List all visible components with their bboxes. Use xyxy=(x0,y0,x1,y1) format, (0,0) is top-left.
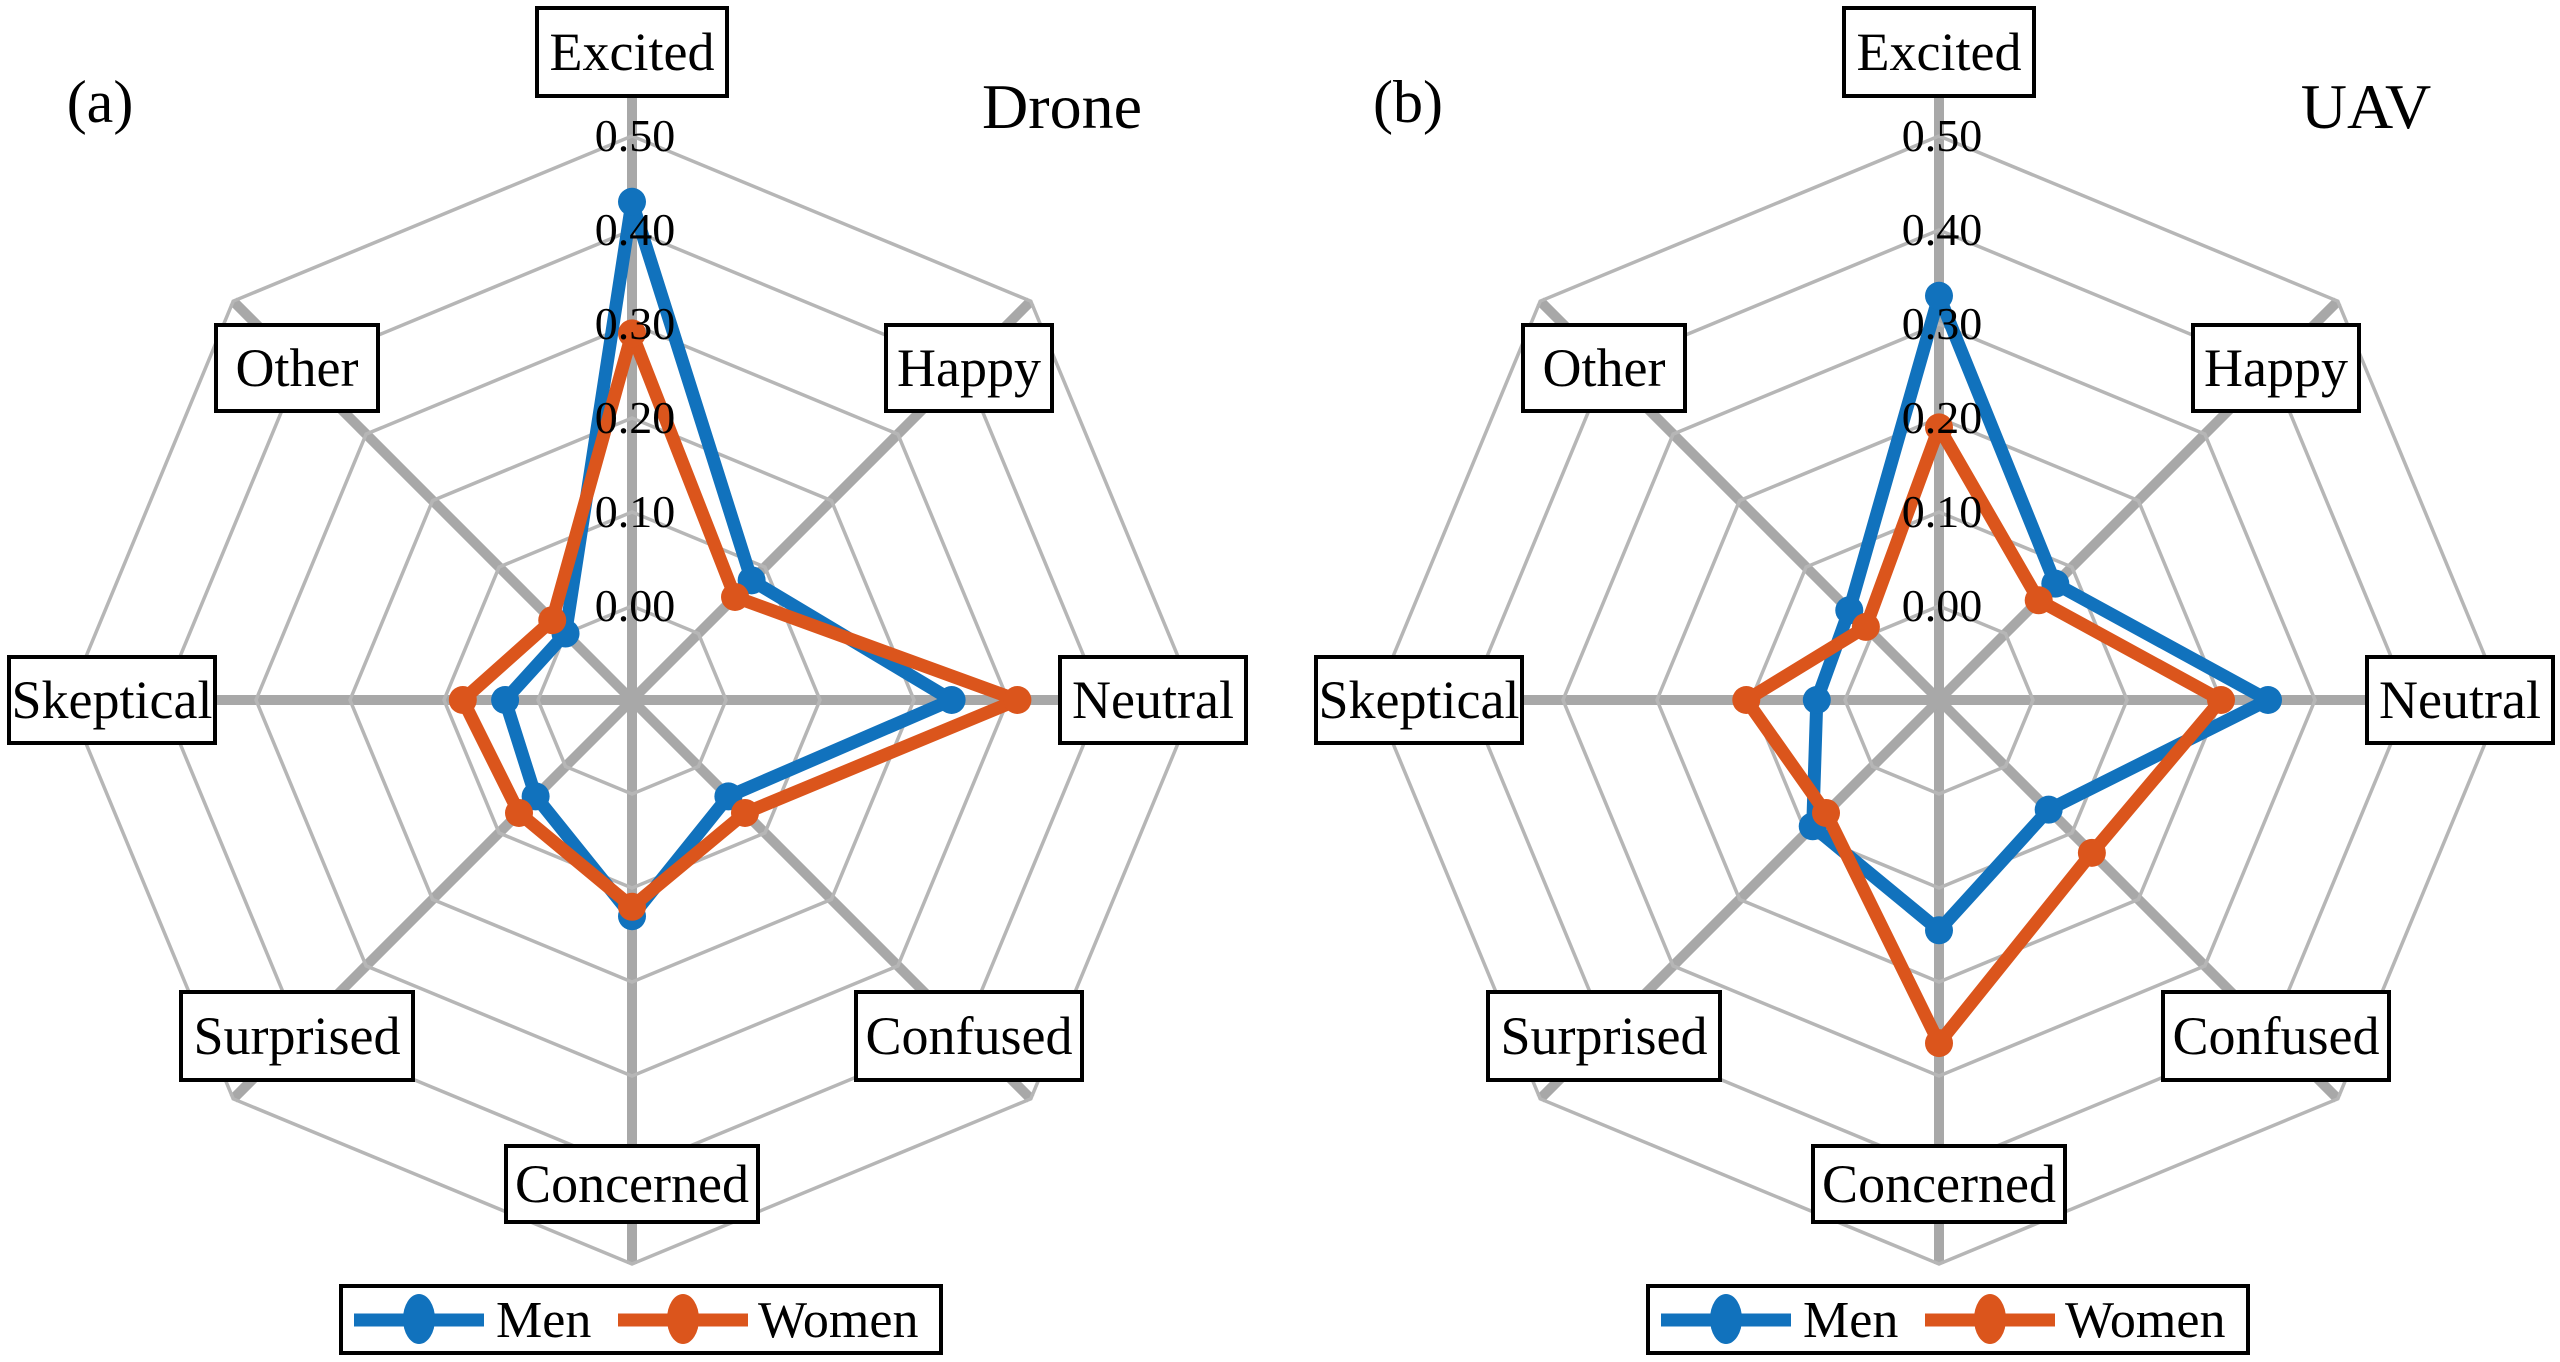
women-series-point xyxy=(1925,1029,1953,1058)
grid-ring xyxy=(1655,416,2223,984)
category-label-box xyxy=(535,6,729,98)
category-label: Other xyxy=(236,338,359,398)
radial-tick-label: 0.50 xyxy=(595,110,676,161)
radial-tick-label: 0.00 xyxy=(1902,580,1983,631)
women-series-point xyxy=(1812,798,1841,827)
radial-tick-label: 0.00 xyxy=(595,580,676,631)
panel-letter-a: (a) xyxy=(67,69,134,135)
category-label: Confused xyxy=(866,1006,1073,1066)
radial-tick-label: 0.10 xyxy=(595,486,676,537)
legend-men-label: Men xyxy=(1803,1292,1898,1349)
women-series-point xyxy=(1003,686,1032,714)
category-label-box xyxy=(504,1144,760,1224)
category-label-box xyxy=(179,990,415,1082)
grid-ring xyxy=(1561,322,2317,1078)
category-label: Confused xyxy=(2173,1006,2380,1066)
category-label: Concerned xyxy=(1822,1154,2056,1214)
grid-ring xyxy=(1373,134,2505,1266)
legend-men-marker xyxy=(1710,1294,1742,1344)
category-label-box xyxy=(2161,990,2391,1082)
men-series-point xyxy=(1802,686,1831,714)
category-label: Excited xyxy=(550,22,715,82)
radial-tick-label: 0.40 xyxy=(1902,204,1983,255)
legend-women-marker xyxy=(667,1294,699,1344)
panel-letter-b: (b) xyxy=(1373,69,1443,135)
category-label-box xyxy=(1486,990,1722,1082)
category-label: Surprised xyxy=(194,1006,401,1066)
category-label: Skeptical xyxy=(12,670,213,730)
category-label-box xyxy=(2365,655,2555,745)
women-series-point xyxy=(448,686,477,714)
legend-women-marker xyxy=(1974,1294,2006,1344)
grid-ring xyxy=(66,134,1198,1266)
women-series-point xyxy=(1925,413,1953,442)
men-series-point xyxy=(491,686,520,714)
category-label: Other xyxy=(1543,338,1666,398)
grid-ring xyxy=(1749,510,2129,890)
men-series-point xyxy=(2034,795,2063,824)
category-label-box xyxy=(1842,6,2036,98)
women-series-point xyxy=(618,319,646,348)
radial-tick-label: 0.20 xyxy=(595,392,676,443)
grid-ring xyxy=(348,416,916,984)
women-series-point xyxy=(538,606,567,635)
legend-men-label: Men xyxy=(496,1292,591,1349)
grid-ring xyxy=(1843,604,2035,796)
category-label: Skeptical xyxy=(1319,670,1520,730)
category-label: Neutral xyxy=(2379,670,2541,730)
radar-chart-drone: 0.00 0.10 0.20 0.30 0.40 0.50 ExcitedHappyNeut… xyxy=(7,6,1248,1266)
women-series-point xyxy=(505,798,534,827)
women-series-point xyxy=(618,892,646,921)
radial-tick-label: 0.30 xyxy=(1902,298,1983,349)
category-label: Excited xyxy=(1857,22,2022,82)
women-series-point xyxy=(730,798,759,827)
legend-women-label: Women xyxy=(2065,1292,2225,1349)
category-label: Neutral xyxy=(1072,670,1234,730)
grid-ring xyxy=(254,322,1010,1078)
women-series-point xyxy=(1732,686,1761,714)
men-series-point xyxy=(1925,281,1953,310)
chart-title-uav: UAV xyxy=(2301,71,2431,142)
category-label-box xyxy=(1521,323,1687,413)
women-series-point xyxy=(2024,586,2053,615)
category-label-box xyxy=(1314,655,1524,745)
women-series-point xyxy=(1851,612,1880,641)
men-series-point xyxy=(2254,686,2282,714)
category-label-box xyxy=(214,323,380,413)
category-label: Happy xyxy=(2204,338,2348,398)
radial-tick-label: 0.20 xyxy=(1902,392,1983,443)
men-series-point xyxy=(618,187,646,216)
legend-women-label: Women xyxy=(758,1292,918,1349)
legend-drone: Men Women xyxy=(339,1284,943,1355)
radar-chart-uav: 0.00 0.10 0.20 0.30 0.40 0.50 ExcitedHappyNeut… xyxy=(1314,6,2555,1266)
category-label: Happy xyxy=(897,338,1041,398)
radial-tick-label: 0.30 xyxy=(595,298,676,349)
legend-uav: Men Women xyxy=(1646,1284,2250,1355)
category-label-box xyxy=(884,323,1054,413)
women-series-point xyxy=(2207,686,2235,714)
men-series-point xyxy=(1925,916,1953,945)
chart-title-drone: Drone xyxy=(982,71,1142,142)
grid-ring xyxy=(536,604,728,796)
men-series-point xyxy=(937,686,966,714)
radial-tick-label: 0.50 xyxy=(1902,110,1983,161)
category-label-box xyxy=(2191,323,2361,413)
radial-tick-label: 0.40 xyxy=(595,204,676,255)
radial-tick-label: 0.10 xyxy=(1902,486,1983,537)
women-series-point xyxy=(2077,838,2106,867)
category-label: Concerned xyxy=(515,1154,749,1214)
legend-men-marker xyxy=(403,1294,435,1344)
women-series-point xyxy=(721,582,750,611)
category-label-box xyxy=(854,990,1084,1082)
category-label: Surprised xyxy=(1501,1006,1708,1066)
category-label-box xyxy=(1811,1144,2067,1224)
category-label-box xyxy=(1058,655,1248,745)
category-label-box xyxy=(7,655,217,745)
